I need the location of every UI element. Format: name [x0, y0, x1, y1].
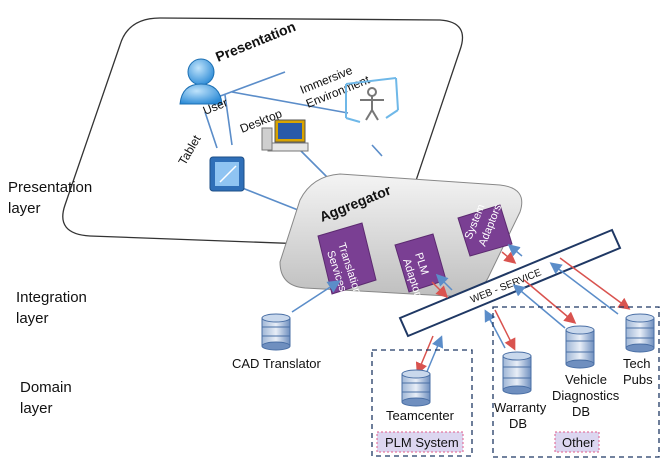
desktop-icon: [261, 119, 309, 152]
tech-pubs-label-1: Tech: [623, 356, 650, 371]
vehicle-diagnostics-db-icon: [565, 325, 595, 369]
plm-system-badge: [376, 431, 464, 453]
vehicle-label-1: Vehicle: [565, 372, 607, 387]
plm-system-label: PLM System: [385, 435, 459, 450]
teamcenter-db-icon: [401, 369, 431, 407]
teamcenter-label: Teamcenter: [386, 408, 455, 423]
cad-translator-db-icon: [261, 313, 291, 351]
cad-translator-label: CAD Translator: [232, 356, 322, 371]
cad-translator-arrow: [291, 280, 341, 313]
other-box: [492, 306, 660, 458]
warranty-db-icon: [502, 351, 532, 395]
webservice-domain-arrows: [415, 257, 631, 375]
integration-layer-label: Integration: [16, 289, 87, 306]
aggregator-webservice-arrows: [431, 244, 523, 299]
immersive-environment-icon: [345, 77, 399, 123]
plm-system-box: [371, 349, 473, 457]
tech-pubs-db-icon: [625, 313, 655, 353]
vehicle-label-3: DB: [572, 404, 590, 419]
warranty-label-2: DB: [509, 416, 527, 431]
presentation-layer-label-2: layer: [8, 200, 41, 217]
user-icon: [179, 58, 223, 105]
vehicle-label-2: Diagnostics: [552, 388, 620, 403]
domain-layer-label-2: layer: [20, 400, 53, 417]
integration-layer-label-2: layer: [16, 310, 49, 327]
warranty-label-1: Warranty: [494, 400, 547, 415]
presentation-layer-label: Presentation: [8, 179, 92, 196]
system-adaptors-box: System Adaptors: [457, 202, 513, 257]
other-badge: [554, 431, 600, 453]
other-label: Other: [562, 435, 595, 450]
domain-layer-label: Domain: [20, 379, 72, 396]
tech-pubs-label-2: Pubs: [623, 372, 653, 387]
tablet-icon: [209, 156, 245, 192]
plm-adaptor-box: PLM Adaptor: [394, 233, 447, 298]
